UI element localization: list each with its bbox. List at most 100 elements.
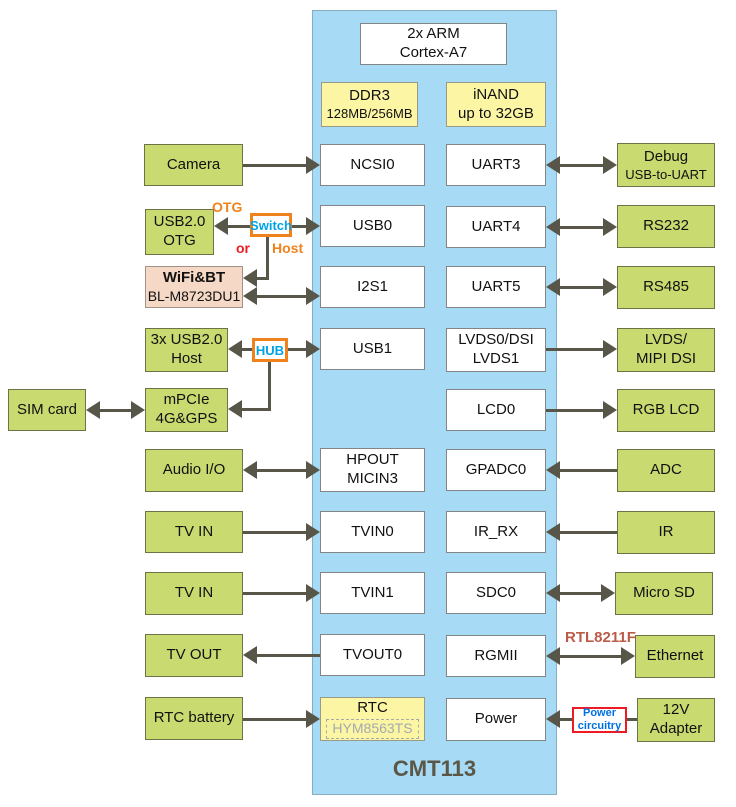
peripheral-camera: Camera [144,144,243,186]
ddr3-capacity: 128MB/256MB [326,106,413,122]
cpu-label: 2x ARM Cortex-A7 [399,25,468,61]
arrow-adc-gpadc0-line [559,469,617,472]
arrow-uart3-debug-head-right [603,156,617,174]
arrow-sdc0-microsd-head-right [601,584,615,602]
interface-lvds: LVDS0/DSI LVDS1 [446,328,546,372]
camera-label: Camera [166,155,221,173]
peripheral-mpcie: mPCIe 4G&GPS [145,388,228,432]
arrow-otg-switch-line [227,225,250,228]
ir-rx-label: IR_RX [473,522,519,540]
arrow-lvds-display-head [603,340,617,358]
arrow-wifi-i2s1-head-right [306,287,320,305]
arrow-tvout0-tvout-line [256,654,320,657]
interface-tvin0: TVIN0 [320,511,425,553]
rtc-battery-label: RTC battery [153,709,235,727]
ddr3-box: DDR3 128MB/256MB [321,82,418,127]
peripheral-adc: ADC [617,449,715,492]
arrow-tvin-tvin0-head [306,523,320,541]
i2s1-label: I2S1 [357,277,388,295]
interface-sdc0: SDC0 [446,572,546,614]
arrow-hub-mpcie-vline [268,362,271,410]
peripheral-rs232: RS232 [617,205,715,248]
arrow-ir-irrx-line [559,531,617,534]
tv-in-2-label: TV IN [174,584,214,602]
uart4-label: UART4 [471,217,521,235]
lvds-display-label: LVDS/ MIPI DSI [635,331,696,367]
peripheral-micro-sd: Micro SD [615,572,713,615]
arrow-uart4-rs232-head-right [603,218,617,236]
ddr3-label: DDR3 [349,87,390,105]
arrow-adapter-power-head [546,710,560,728]
arrow-uart3-debug-head-left [546,156,560,174]
peripheral-tv-out: TV OUT [145,634,243,677]
peripheral-12v-adapter: 12V Adapter [637,698,715,742]
arrow-rgmii-ethernet-head-right [621,647,635,665]
interface-ir-rx: IR_RX [446,511,546,553]
rtc-label: RTC [357,699,388,717]
label-host: Host [272,240,304,256]
label-otg: OTG [212,199,243,215]
ethernet-label: Ethernet [646,647,704,665]
label-or: or [236,240,250,256]
peripheral-rtc-battery: RTC battery [145,697,243,740]
interface-ncsi0: NCSI0 [320,144,425,186]
interface-tvin1: TVIN1 [320,572,425,614]
peripheral-ethernet: Ethernet [635,635,715,678]
arrow-hub-usb1-line [288,348,307,351]
micro-sd-label: Micro SD [633,584,695,602]
arrow-wifi-i2s1-head-left [243,287,257,305]
peripheral-sim-card: SIM card [8,389,86,431]
cpu-box: 2x ARM Cortex-A7 [360,23,507,65]
peripheral-lvds-display: LVDS/ MIPI DSI [617,328,715,372]
usb0-label: USB0 [352,216,393,234]
peripheral-debug-uart: Debug USB-to-UART [617,143,715,187]
power-circuitry-box: Power circuitry [572,707,627,733]
arrow-adapter-power-line2 [627,718,637,721]
usb-hub-box: HUB [252,338,288,362]
usb-host-label: 3x USB2.0 Host [150,331,223,367]
wifi-bt-label: WiFi&BT [162,269,226,287]
arrow-audio-hpout-line [256,469,307,472]
interface-lcd0: LCD0 [446,389,546,431]
arrow-switch-usb0-head [306,217,320,235]
rs232-label: RS232 [643,217,689,235]
label-rtl8211f: RTL8211F [565,629,636,646]
arrow-uart5-rs485-head-left [546,278,560,296]
tvin1-label: TVIN1 [351,583,394,601]
adapter-label: 12V Adapter [649,701,703,737]
arrow-uart5-rs485-line [559,286,604,289]
arrow-tvin-tvin1-line [243,592,307,595]
arrow-adc-gpadc0-head [546,461,560,479]
gpadc0-label: GPADC0 [465,460,527,478]
ir-label: IR [658,523,674,541]
arrow-hub-mpcie-hline [241,408,271,411]
tvout0-label: TVOUT0 [342,645,403,663]
arrow-rtcbattery-rtc-head [306,710,320,728]
sim-card-label: SIM card [16,400,77,418]
arrow-audio-hpout-head-left [243,461,257,479]
usb1-label: USB1 [352,339,393,357]
arrow-sdc0-microsd-line [559,592,602,595]
arrow-tvin-tvin1-head [306,584,320,602]
arrow-host-hub-head [228,340,242,358]
rgb-lcd-label: RGB LCD [632,401,700,419]
arrow-sim-mpcie-head-left [86,401,100,419]
interface-rtc: RTC HYM8563TS [320,697,425,741]
arrow-rgmii-ethernet-line [559,655,622,658]
arrow-hub-mpcie-head [228,400,242,418]
peripheral-audio-io: Audio I/O [145,449,243,492]
arrow-wifi-i2s1-line [256,295,307,298]
arrow-camera-ncsi0-line [243,164,307,167]
rgmii-label: RGMII [474,646,518,664]
interface-usb1: USB1 [320,328,425,370]
tvin0-label: TVIN0 [351,522,394,540]
arrow-lcd0-rgblcd-line [546,409,604,412]
arrow-uart5-rs485-head-right [603,278,617,296]
arrow-hub-usb1-head [306,340,320,358]
arrow-switch-usb0-line [292,225,307,228]
interface-power: Power [446,698,546,741]
arrow-sdc0-microsd-head-left [546,584,560,602]
debug-label: Debug [643,147,689,165]
arrow-switch-wifi-hline [256,277,269,280]
module-title: CMT113 [392,756,477,781]
